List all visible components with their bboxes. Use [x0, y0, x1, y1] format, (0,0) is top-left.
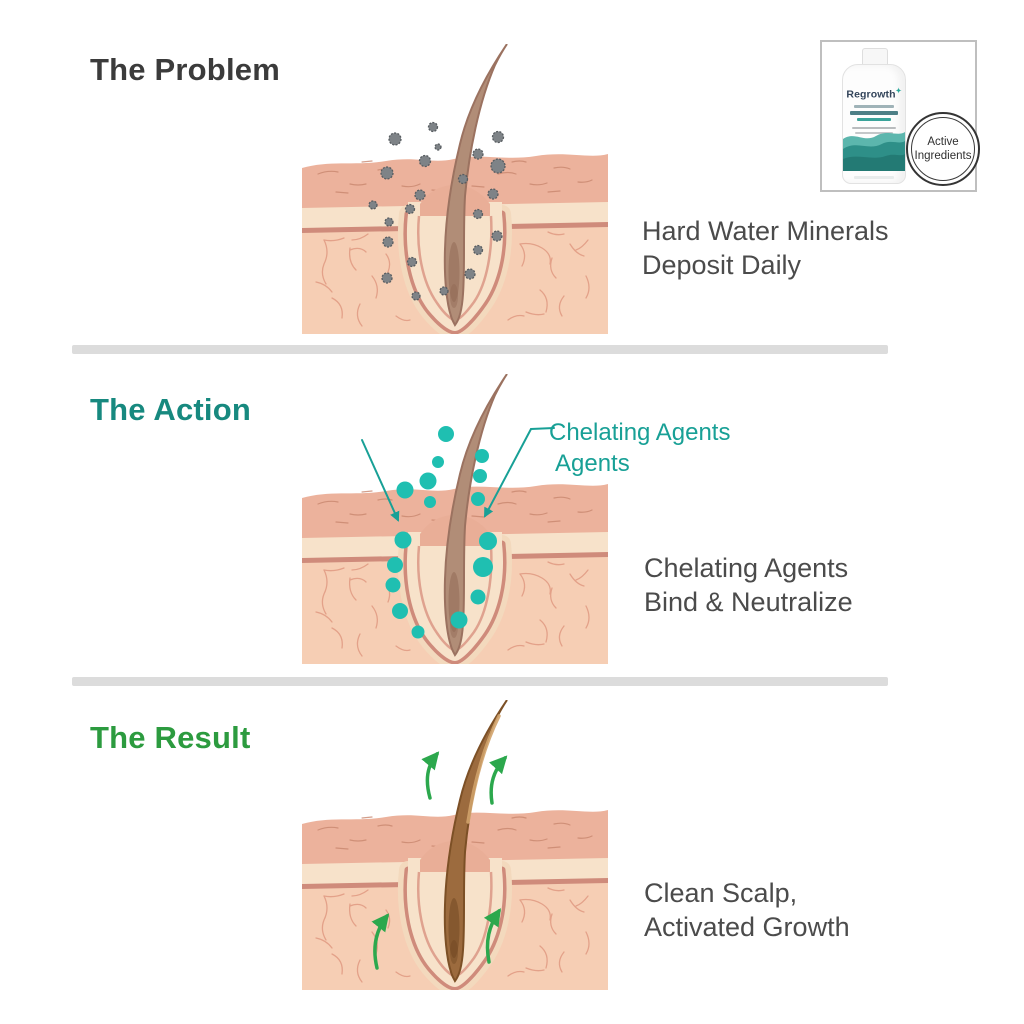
- caption-problem: Hard Water Minerals Deposit Daily: [642, 214, 889, 282]
- label-line: [854, 105, 894, 108]
- result-follicle-graphic: [302, 700, 608, 990]
- product-card: Regrowth✦ Active Ingredients: [820, 40, 980, 192]
- epidermis-texture: [317, 816, 593, 850]
- mineral-deposit-particles: [368, 121, 506, 301]
- brand-name: Regrowth✦: [846, 88, 902, 101]
- label-wave-graphic: [843, 132, 905, 171]
- dermis-veins: [315, 561, 590, 657]
- heading-action: The Action: [90, 392, 252, 427]
- epidermis-texture: [317, 490, 593, 524]
- badge-inner-circle: Active Ingredients: [911, 117, 975, 181]
- dermis-veins: [315, 231, 590, 327]
- badge-line1: Active: [927, 136, 959, 148]
- label-line: [855, 132, 893, 134]
- annotation-line2: Agents: [555, 450, 630, 477]
- caption-result: Clean Scalp, Activated Growth: [644, 876, 850, 944]
- badge-line2: Ingredients: [914, 150, 972, 162]
- caption-result-line2: Activated Growth: [644, 912, 850, 942]
- heading-problem: The Problem: [90, 52, 280, 87]
- label-line: [852, 127, 896, 129]
- skin-cross-section: [302, 700, 608, 990]
- bottle-body: Regrowth✦: [842, 64, 906, 184]
- hair-shaft: [443, 700, 508, 983]
- growth-arrows: [371, 751, 508, 970]
- caption-problem-line2: Deposit Daily: [642, 250, 802, 280]
- annotation-line1: Chelating Agents: [549, 419, 731, 446]
- label-line: [854, 176, 894, 179]
- section-divider-1: [72, 345, 888, 354]
- problem-follicle-graphic: [302, 44, 608, 334]
- caption-problem-line1: Hard Water Minerals: [642, 216, 889, 246]
- heading-result: The Result: [90, 720, 251, 755]
- illustration-problem-follicle: [302, 44, 608, 334]
- hair-shaft: [443, 44, 508, 327]
- chelation-pointer-arrows: [361, 427, 555, 522]
- leaf-mark-icon: ✦: [895, 88, 902, 95]
- skin-cross-section: [302, 374, 608, 664]
- chelating-agent-particles: [385, 426, 497, 639]
- caption-action-line1: Chelating Agents: [644, 553, 849, 583]
- product-bottle: Regrowth✦: [834, 46, 914, 188]
- label-line: [850, 111, 898, 115]
- action-follicle-graphic: [302, 374, 608, 664]
- caption-result-line1: Clean Scalp,: [644, 878, 798, 908]
- annotation-chelating-agents: Chelating Agents Agents: [549, 417, 730, 479]
- illustration-result-follicle: [302, 700, 608, 990]
- illustration-action-follicle: [302, 374, 608, 664]
- caption-action: Chelating Agents Bind & Neutralize: [644, 551, 853, 619]
- caption-action-line2: Bind & Neutralize: [644, 587, 853, 617]
- skin-cross-section: [302, 44, 608, 334]
- active-ingredients-badge: Active Ingredients: [906, 112, 980, 186]
- section-divider-2: [72, 677, 888, 686]
- label-line: [857, 118, 891, 121]
